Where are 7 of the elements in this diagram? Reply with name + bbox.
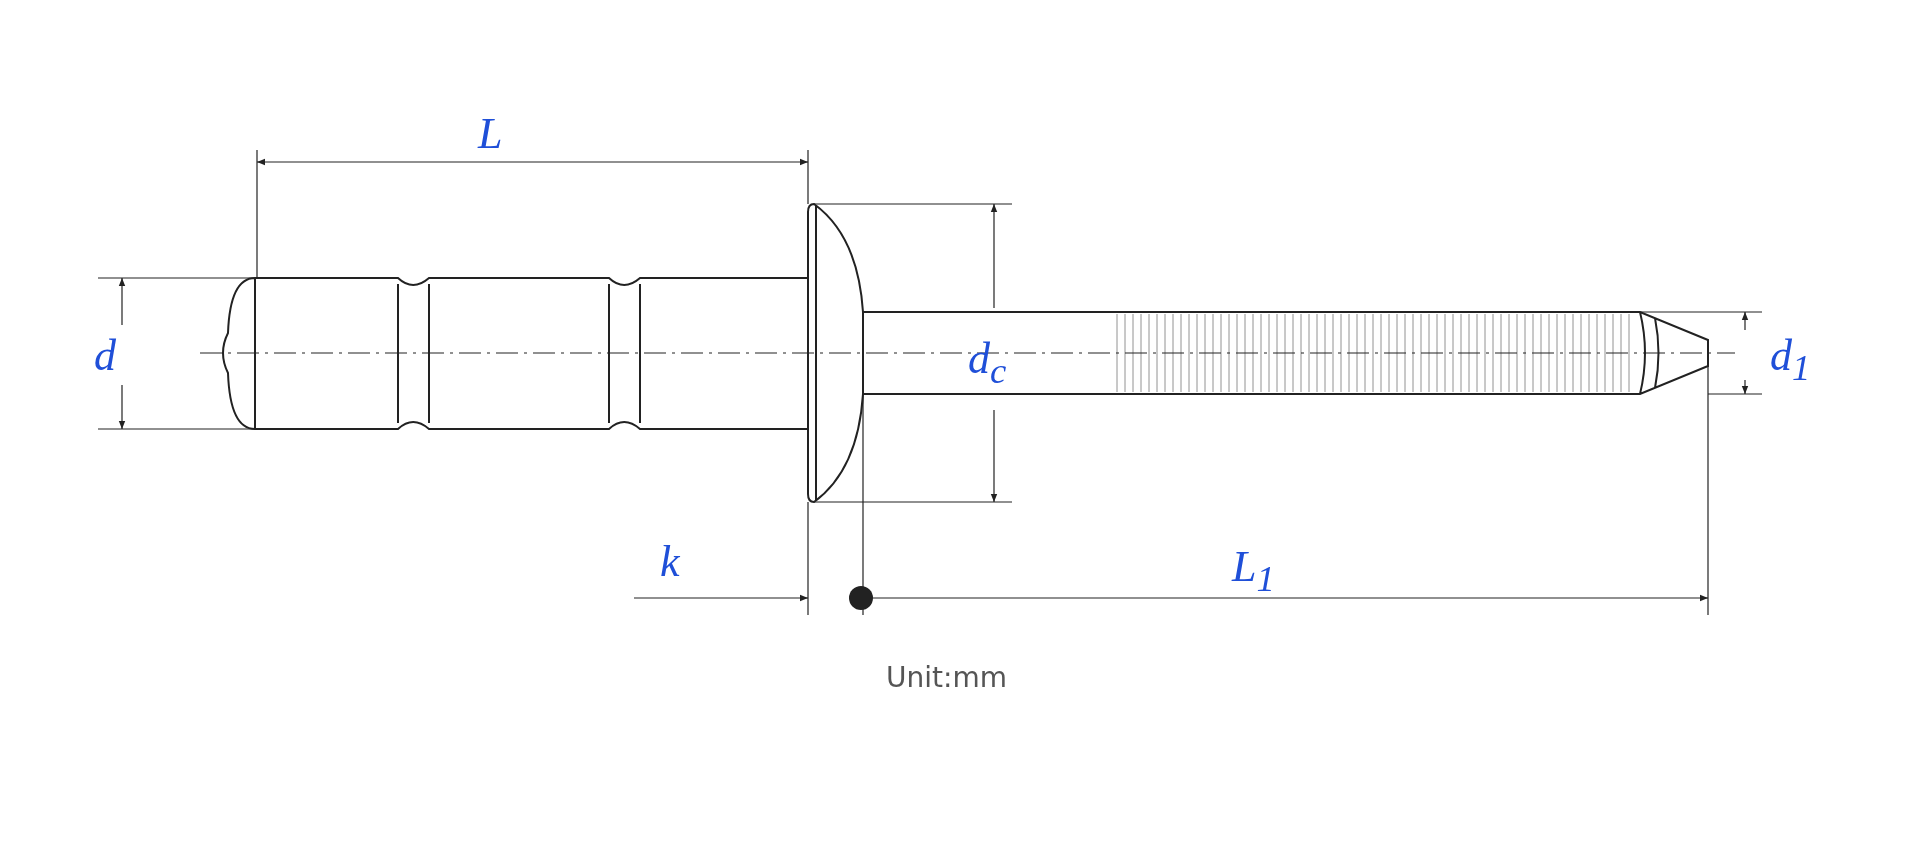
dimension-label: L — [478, 112, 503, 156]
dimension-label: d$_{c}$ — [968, 337, 1007, 390]
dimension-label: k — [660, 540, 680, 584]
dimension-label: d$_{1}$ — [1770, 334, 1811, 387]
dimension-label: L$_{1}$ — [1232, 545, 1275, 598]
dimension-label: d — [94, 334, 116, 378]
unit-note: Unit:mm — [886, 664, 1007, 692]
